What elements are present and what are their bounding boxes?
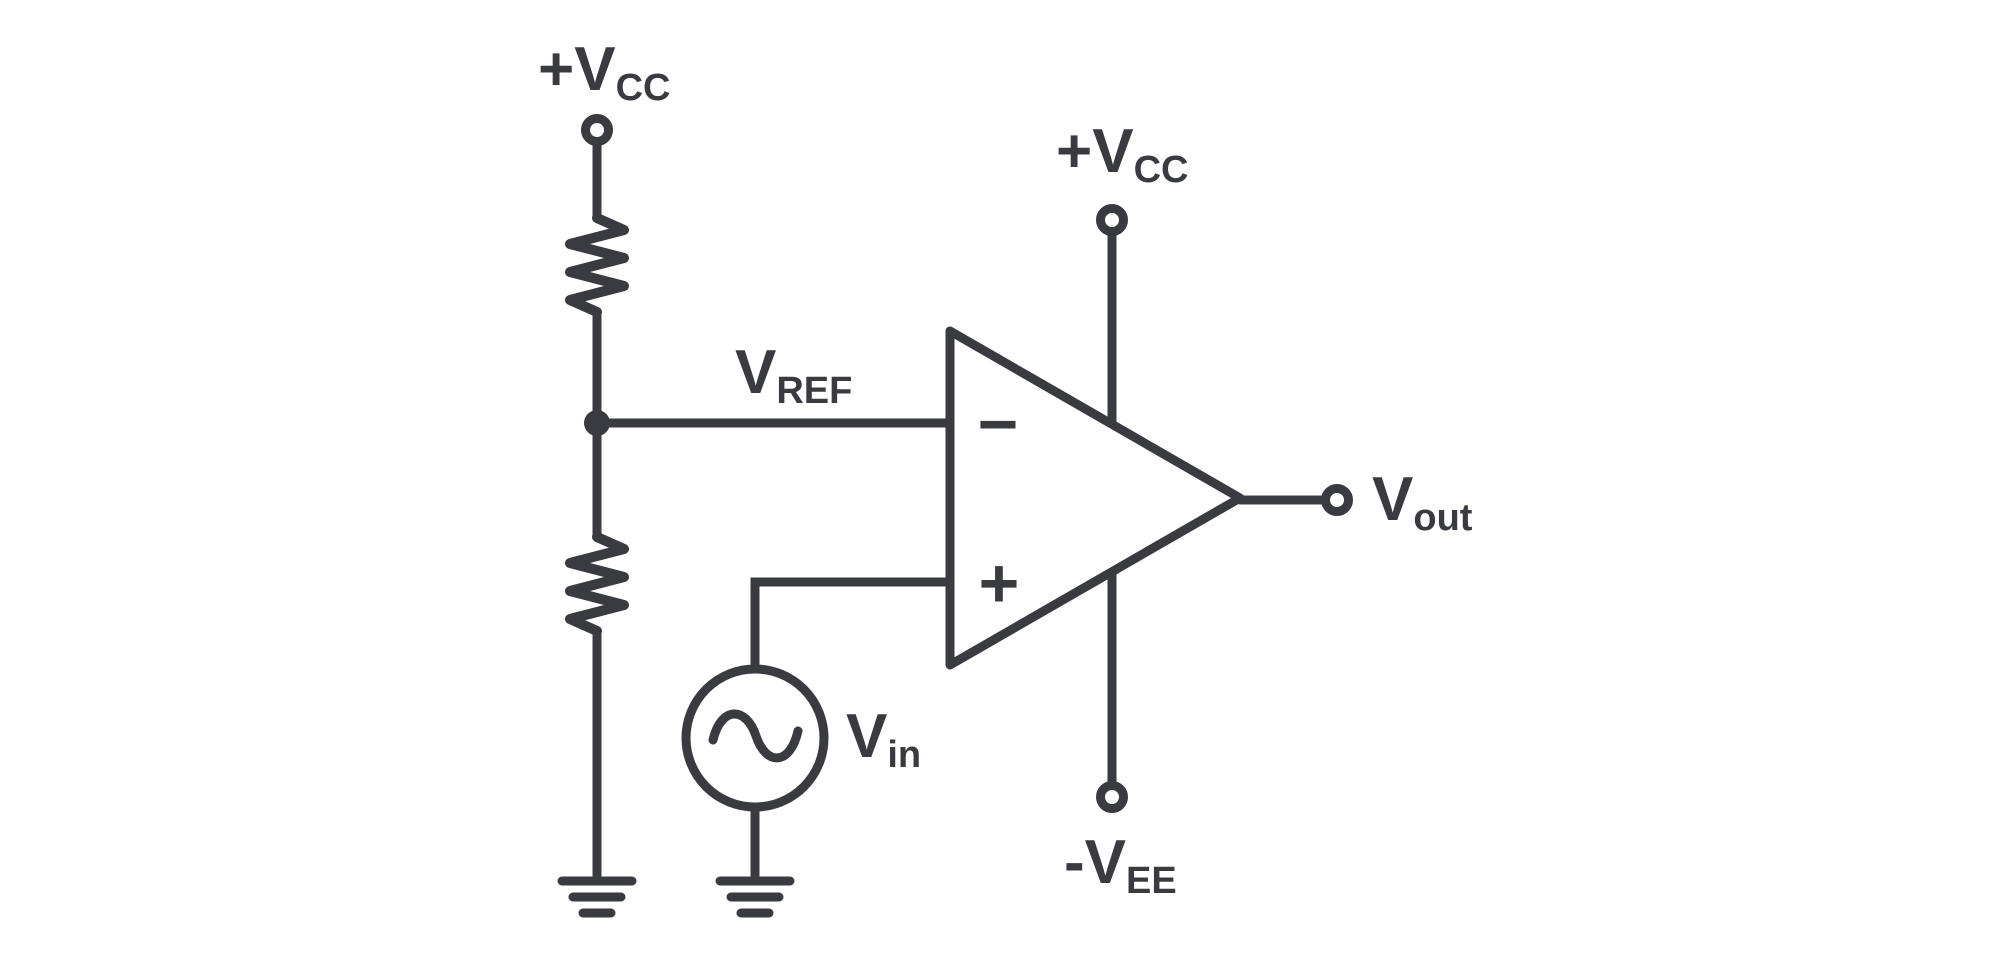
- ground-divider-icon: [557, 876, 637, 918]
- opamp-block: +VCC -VEE − +: [945, 117, 1245, 902]
- ground-source-icon: [715, 876, 795, 918]
- reference-branch: VREF: [592, 338, 955, 428]
- sine-wave-icon: [708, 709, 803, 763]
- vref-label: VREF: [735, 338, 852, 412]
- vout-label: Vout: [1372, 465, 1473, 539]
- opamp-vee-label: -VEE: [1064, 828, 1177, 902]
- resistor-r-top-icon: [565, 213, 629, 317]
- opamp-vcc-label: +VCC: [1056, 117, 1188, 191]
- voltage-divider-branch: +VCC: [538, 35, 670, 918]
- vcc-terminal-left-icon: [581, 114, 613, 146]
- inverting-input-sign: −: [978, 385, 1019, 463]
- vout-terminal-icon: [1321, 484, 1353, 516]
- supply-top-left-label: +VCC: [538, 35, 670, 109]
- input-source-branch: Vin: [681, 577, 955, 918]
- opamp-vcc-terminal-icon: [1096, 204, 1128, 236]
- noninverting-input-sign: +: [979, 544, 1020, 622]
- wire-vin-to-opamp: [750, 577, 955, 674]
- opamp-vee-terminal-icon: [1096, 781, 1128, 813]
- vin-label: Vin: [846, 702, 921, 776]
- output-branch: Vout: [1235, 465, 1473, 539]
- resistor-r-bottom-icon: [565, 532, 629, 636]
- opamp-triangle-icon: [945, 326, 1245, 670]
